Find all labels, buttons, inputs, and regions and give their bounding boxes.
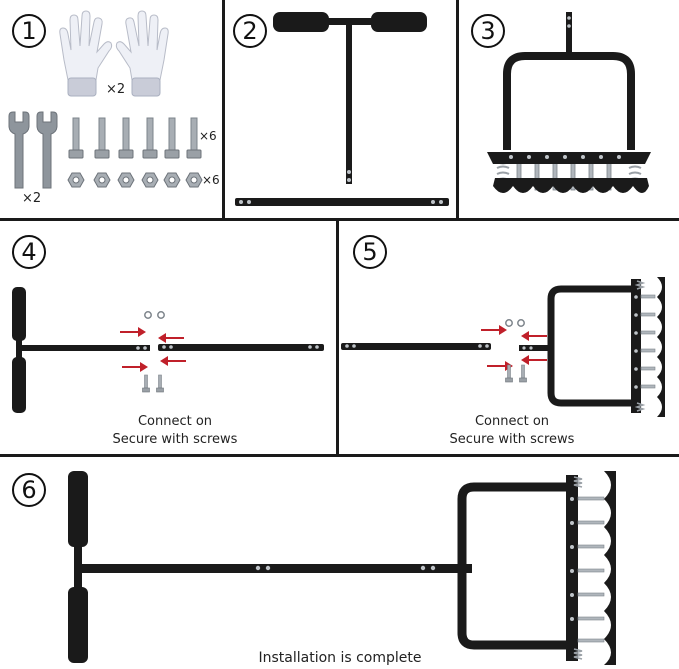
divider-mid	[336, 221, 339, 454]
assembled-aerator-illustration	[68, 471, 616, 665]
screw-icon	[156, 374, 164, 393]
divider-top-2	[456, 0, 459, 218]
step-4-caption-line-1: Connect on	[137, 414, 213, 429]
glove-icon	[59, 10, 113, 97]
wrenches-quantity: ×2	[22, 191, 42, 206]
arrow-left-icon	[521, 331, 547, 341]
nut-icon	[67, 172, 85, 188]
panel-step-5: 5 Connect on Secure with screw	[339, 221, 679, 454]
handle-connection-illustration	[12, 287, 324, 413]
step-number-4: 4	[12, 235, 46, 269]
panel-step-2: 2	[225, 0, 456, 218]
bolts-quantity: ×6	[199, 129, 217, 143]
nut-icon	[157, 311, 165, 319]
head-connection-illustration	[341, 277, 665, 417]
screw-icon	[505, 364, 513, 383]
step-5-caption-line-2: Secure with screws	[449, 432, 575, 447]
screw-icon	[142, 374, 150, 393]
panel-step-3: 3	[459, 0, 679, 218]
divider-top-1	[222, 0, 225, 218]
nut-icon	[505, 319, 513, 327]
divider-row-2	[0, 454, 679, 457]
bolt-icon	[68, 117, 84, 159]
bolt-icon	[142, 117, 158, 159]
bolt-icon	[164, 117, 180, 159]
step-number-5: 5	[353, 235, 387, 269]
panel-step-4: 4 Connect on Secure with screws	[0, 221, 336, 454]
nut-icon	[141, 172, 159, 188]
arrow-left-icon	[158, 333, 184, 343]
t-handle-illustration	[235, 12, 449, 206]
panel-step-1: 1 ×2 ×2 ×6 ×6	[0, 0, 222, 218]
nut-icon	[163, 172, 181, 188]
arrow-left-icon	[521, 355, 547, 365]
nut-icon	[93, 172, 111, 188]
arrow-right-icon	[120, 327, 146, 337]
step-number-6: 6	[12, 473, 46, 507]
nut-icon	[185, 172, 203, 188]
step-number-3: 3	[471, 14, 505, 48]
nut-icon	[144, 311, 152, 319]
nuts-quantity: ×6	[202, 173, 220, 187]
screw-icon	[519, 364, 527, 383]
step-number-1: 1	[12, 14, 46, 48]
glove-icon	[115, 10, 169, 97]
nut-icon	[117, 172, 135, 188]
arrow-right-icon	[481, 325, 507, 335]
wrench-icon	[8, 111, 30, 189]
arrow-left-icon	[160, 356, 186, 366]
gloves-quantity: ×2	[106, 82, 126, 97]
step-6-caption: Installation is complete	[258, 650, 422, 666]
wrench-icon	[36, 111, 58, 189]
bolt-icon	[94, 117, 110, 159]
bolt-icon	[118, 117, 134, 159]
step-4-caption-line-2: Secure with screws	[112, 432, 238, 447]
aerator-head-illustration	[487, 12, 651, 193]
step-5-caption: Connect on Secure with screws	[397, 413, 627, 449]
divider-row-1	[0, 218, 679, 221]
arrow-right-icon	[122, 362, 148, 372]
step-4-caption: Connect on Secure with screws	[60, 413, 290, 449]
panel-step-6: 6 Installation is complete	[0, 457, 679, 669]
step-number-2: 2	[233, 14, 267, 48]
nut-icon	[517, 319, 525, 327]
bolt-icon	[186, 117, 202, 159]
step-5-caption-line-1: Connect on	[474, 414, 550, 429]
